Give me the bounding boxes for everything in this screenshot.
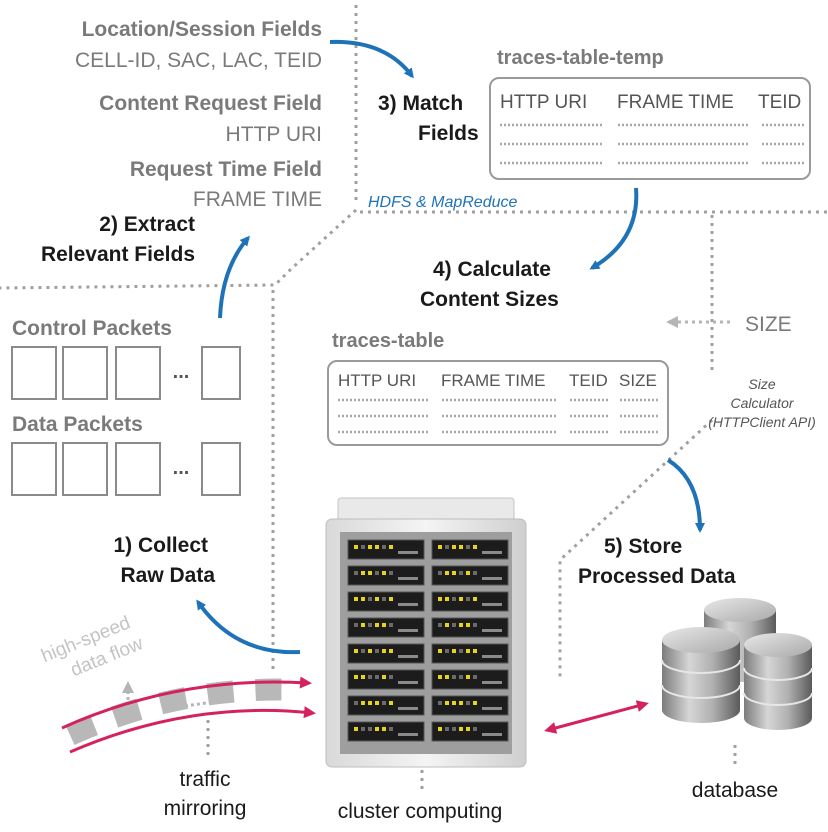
control-packets-ellipsis: ... <box>173 361 190 383</box>
step-2-line1: 2) Extract <box>99 213 195 236</box>
step-1-line1: 1) Collect <box>113 534 208 557</box>
step-5-arrow <box>666 458 705 533</box>
content-field-title: Content Request Field <box>99 92 322 115</box>
temp-table-title: traces-table-temp <box>497 47 664 69</box>
step-5-line1: 5) Store <box>604 535 682 558</box>
location-fields-values: CELL-ID, SAC, LAC, TEID <box>75 49 322 72</box>
traces-col-4: SIZE <box>619 371 657 390</box>
database-label: database <box>692 779 778 802</box>
data-packet-boxes <box>11 442 241 496</box>
hdfs-mapreduce-label: HDFS & MapReduce <box>368 194 517 211</box>
traces-col-3: TEID <box>569 371 608 390</box>
data-flow-label: high-speed data flow <box>38 612 146 681</box>
traffic-label-line2: mirroring <box>164 797 247 820</box>
traces-col-1: HTTP URI <box>338 371 416 390</box>
traces-table-title: traces-table <box>332 330 444 352</box>
content-field-value: HTTP URI <box>226 123 322 146</box>
size-calc-line2: Calculator <box>730 395 794 411</box>
step-4-line2: Content Sizes <box>420 288 559 311</box>
time-field-value: FRAME TIME <box>193 188 322 211</box>
temp-table-header: HTTP URI FRAME TIME TEID <box>500 92 801 113</box>
cluster-server-icon <box>325 497 527 768</box>
step-4-arrow <box>589 187 639 270</box>
cluster-label: cluster computing <box>338 800 503 823</box>
traffic-pipe-segments <box>65 678 301 746</box>
step-1-line2: Raw Data <box>120 564 215 587</box>
temp-table-frame <box>489 77 811 180</box>
traces-table-rows <box>338 398 658 434</box>
traces-col-2: FRAME TIME <box>441 371 546 390</box>
region-separators <box>0 5 828 790</box>
data-packets-ellipsis: ... <box>173 457 190 479</box>
time-field-title: Request Time Field <box>130 158 322 181</box>
size-calc-line3: (HTTPClient API) <box>708 414 816 430</box>
size-label: SIZE <box>745 313 792 336</box>
traces-table-frame <box>327 360 669 446</box>
cluster-database-link <box>544 700 649 734</box>
location-fields-title: Location/Session Fields <box>82 18 322 41</box>
step-3-arrow <box>329 39 414 79</box>
database-icon <box>661 598 813 730</box>
temp-table-rows <box>500 123 804 165</box>
traffic-line-lower <box>69 706 316 754</box>
temp-col-2: FRAME TIME <box>617 92 734 113</box>
traces-table-header: HTTP URI FRAME TIME TEID SIZE <box>338 371 657 390</box>
temp-col-1: HTTP URI <box>500 92 587 113</box>
size-calc-line1: Size <box>748 376 775 392</box>
control-packet-boxes <box>11 346 241 400</box>
step-2-line2: Relevant Fields <box>41 243 195 266</box>
traffic-label-line1: traffic <box>180 768 231 791</box>
data-packets-label: Data Packets <box>12 413 143 436</box>
temp-col-3: TEID <box>758 92 801 113</box>
step-3-line1: 3) Match <box>378 92 463 115</box>
step-3-line2: Fields <box>418 122 479 145</box>
step-4-line1: 4) Calculate <box>433 258 551 281</box>
flow-dotted-connector <box>184 700 214 708</box>
step-1-arrow <box>196 599 301 655</box>
step-5-line2: Processed Data <box>578 565 736 588</box>
traffic-line-upper <box>61 676 312 730</box>
step-2-arrow <box>218 235 250 319</box>
control-packets-label: Control Packets <box>12 317 172 340</box>
size-calculator-label: Size Calculator (HTTPClient API) <box>708 376 816 430</box>
